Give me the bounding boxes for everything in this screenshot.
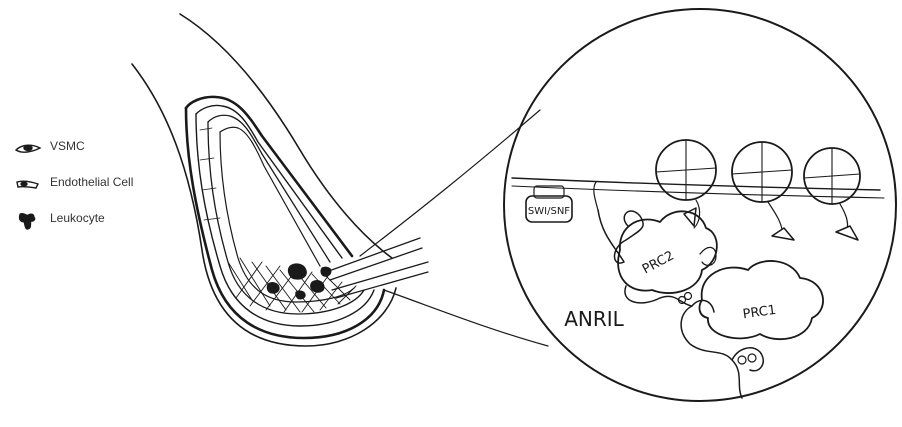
- prc1-complex: PRC1: [700, 261, 824, 339]
- vsmc-cell-icon: [14, 138, 42, 160]
- prc1-label: PRC1: [742, 303, 777, 323]
- legend-label-endothelial: Endothelial Cell: [50, 175, 133, 189]
- zoom-connector-top: [360, 110, 540, 256]
- leukocyte-icon: [14, 210, 42, 232]
- prc2-label: PRC2: [640, 248, 677, 277]
- zoom-circle: [504, 9, 896, 401]
- anril-label: ANRIL: [564, 307, 624, 331]
- legend-label-vsmc: VSMC: [50, 139, 85, 153]
- anril-rna: [598, 210, 763, 398]
- nucleosome: [732, 142, 792, 202]
- nucleosome: [804, 148, 860, 204]
- zoom-connector-bottom: [384, 290, 548, 346]
- endothelial-cell-icon: [14, 174, 42, 196]
- swi-snf-protein: SWI/SNF: [526, 186, 572, 222]
- swi-snf-label: SWI/SNF: [528, 206, 570, 217]
- vessel-outer-wall-left: [132, 64, 396, 346]
- vessel-outer-wall: [180, 14, 392, 258]
- nucleosome: [656, 140, 716, 200]
- legend-label-leukocyte: Leukocyte: [50, 211, 105, 225]
